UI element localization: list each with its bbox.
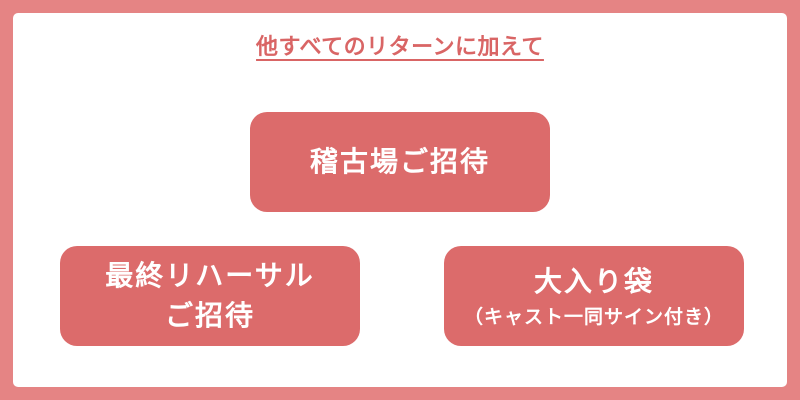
- perk-sublabel: （キャスト一同サイン付き）: [463, 306, 724, 328]
- perk-label-line-1: 最終リハーサル: [105, 259, 315, 292]
- perk-label: 稽古場ご招待: [309, 145, 490, 178]
- section-heading: 他すべてのリターンに加えて: [0, 33, 800, 63]
- perk-final-rehearsal-invite[interactable]: 最終リハーサル ご招待: [60, 246, 360, 346]
- perk-label-line-2: ご招待: [164, 299, 255, 332]
- perk-full-house-envelope[interactable]: 大入り袋 （キャスト一同サイン付き）: [444, 246, 744, 346]
- perk-label: 大入り袋: [533, 265, 654, 298]
- heading-text: 他すべてのリターンに加えて: [256, 35, 544, 60]
- perk-rehearsal-studio-invite[interactable]: 稽古場ご招待: [250, 112, 550, 212]
